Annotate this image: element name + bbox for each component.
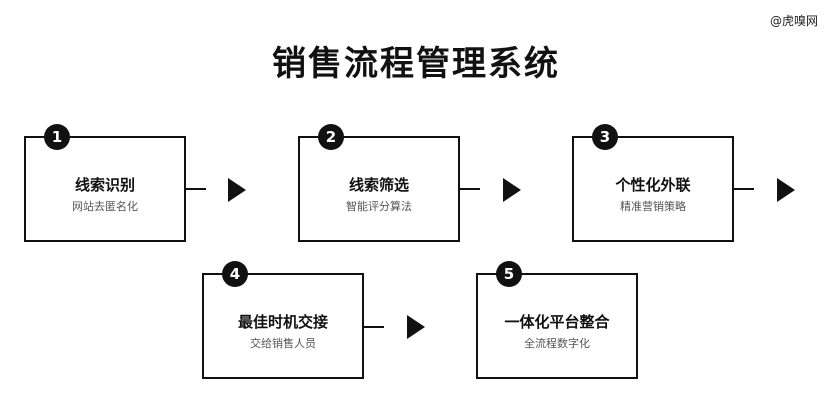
step-subtitle: 智能评分算法 <box>346 200 412 213</box>
step-number-badge: 3 <box>592 124 618 150</box>
step-box <box>476 273 638 379</box>
connector-line <box>460 188 480 190</box>
step-number-badge: 2 <box>318 124 344 150</box>
step-subtitle: 网站去匿名化 <box>72 200 138 213</box>
watermark: @虎嗅网 <box>769 14 818 28</box>
connector-line <box>734 188 754 190</box>
arrow-right-icon <box>503 178 521 202</box>
step-3: 3 个性化外联 精准营销策略 <box>572 124 734 242</box>
connector-line <box>186 188 206 190</box>
step-title: 线索识别 <box>74 176 135 194</box>
step-title: 最佳时机交接 <box>237 313 328 331</box>
step-4: 4 最佳时机交接 交给销售人员 <box>202 261 364 379</box>
step-box <box>572 136 734 242</box>
step-box <box>298 136 460 242</box>
step-title: 个性化外联 <box>615 176 691 194</box>
step-title: 一体化平台整合 <box>504 313 610 331</box>
step-subtitle: 全流程数字化 <box>524 337 590 350</box>
step-box <box>202 273 364 379</box>
step-number-badge: 5 <box>496 261 522 287</box>
step-number-badge: 1 <box>44 124 70 150</box>
arrow-right-icon <box>407 315 425 339</box>
diagram-title: 销售流程管理系统 <box>272 44 560 84</box>
step-title: 线索筛选 <box>348 176 409 194</box>
step-box <box>24 136 186 242</box>
arrow-right-icon <box>777 178 795 202</box>
step-number-badge: 4 <box>222 261 248 287</box>
step-5: 5 一体化平台整合 全流程数字化 <box>476 261 638 379</box>
step-subtitle: 精准营销策略 <box>620 200 686 213</box>
step-subtitle: 交给销售人员 <box>250 337 316 350</box>
step-1: 1 线索识别 网站去匿名化 <box>24 124 186 242</box>
step-2: 2 线索筛选 智能评分算法 <box>298 124 460 242</box>
connector-line <box>364 326 384 328</box>
arrow-right-icon <box>228 178 246 202</box>
